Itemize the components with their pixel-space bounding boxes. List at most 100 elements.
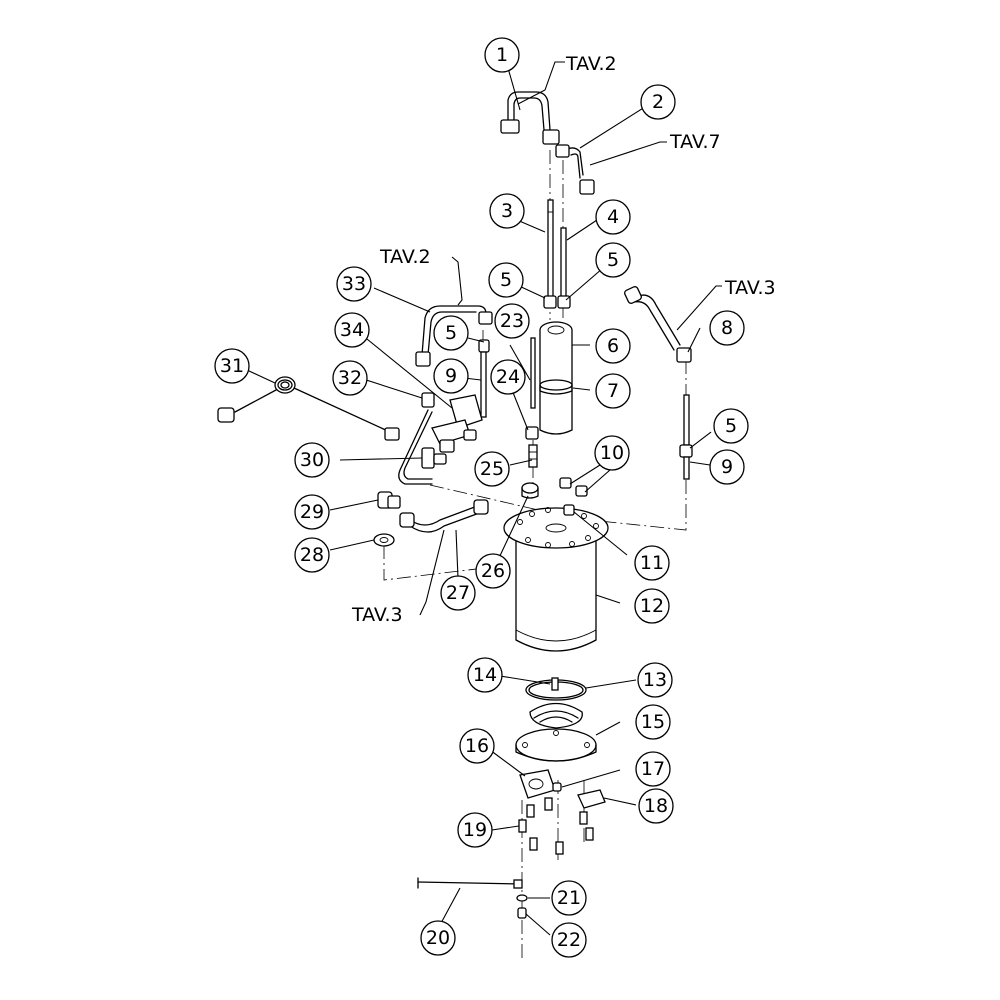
part-12-boiler — [515, 535, 597, 652]
part-29-elbow — [377, 491, 401, 509]
svg-text:26: 26 — [481, 560, 505, 582]
part-6-sleeve — [539, 321, 573, 435]
callouts: 1 2 3 4 5 5 6 7 8 5 9 10 11 12 13 14 15 … — [214, 37, 749, 958]
callout-16: 16 — [459, 728, 495, 764]
reference-label: TAV.3 — [724, 277, 776, 299]
svg-text:17: 17 — [641, 758, 665, 780]
svg-text:20: 20 — [426, 927, 450, 949]
callout-13: 13 — [637, 662, 673, 698]
callout-7: 7 — [595, 373, 631, 409]
callout-11: 11 — [634, 545, 670, 581]
callout-22: 22 — [551, 922, 587, 958]
svg-text:5: 5 — [607, 249, 619, 271]
part-24-nut — [525, 426, 539, 440]
callout-6: 6 — [595, 328, 631, 364]
part-9-probe-right — [679, 394, 693, 480]
callout-5: 5 — [488, 262, 524, 298]
svg-text:23: 23 — [500, 310, 524, 332]
svg-text:31: 31 — [220, 355, 244, 377]
part-2-pipe — [555, 144, 595, 195]
part-23-rod — [530, 337, 536, 409]
svg-text:11: 11 — [640, 552, 664, 574]
svg-text:21: 21 — [557, 887, 581, 909]
callout-28: 28 — [294, 537, 330, 573]
reference-labels: TAV.2 TAV.7 TAV.2 TAV.3 TAV.3 — [351, 53, 776, 626]
callout-1: 1 — [484, 37, 520, 73]
part-27-pipe — [399, 499, 489, 533]
part-4-probe — [560, 227, 567, 299]
part-15-heating-element — [515, 702, 597, 762]
svg-text:18: 18 — [644, 795, 668, 817]
part-22-nut — [517, 907, 527, 919]
part-30-tee — [398, 409, 447, 485]
callout-31: 31 — [214, 348, 250, 384]
part-16-bracket — [519, 769, 556, 799]
callout-10: 10 — [594, 435, 630, 471]
svg-text:8: 8 — [721, 317, 733, 339]
svg-text:4: 4 — [607, 206, 619, 228]
callout-25: 25 — [474, 451, 510, 487]
part-26-bushing — [521, 482, 539, 499]
part-9-probe-left — [478, 339, 490, 418]
svg-text:24: 24 — [496, 366, 520, 388]
callout-34: 34 — [334, 312, 370, 348]
callout-15: 15 — [635, 704, 671, 740]
part-28-nut — [373, 533, 395, 547]
svg-text:19: 19 — [463, 819, 487, 841]
svg-text:27: 27 — [446, 582, 470, 604]
svg-text:5: 5 — [500, 269, 512, 291]
callout-14: 14 — [467, 657, 503, 693]
svg-text:16: 16 — [465, 735, 489, 757]
part-17-screw — [552, 782, 562, 792]
part-8-pipe — [624, 286, 692, 363]
callout-32: 32 — [332, 360, 368, 396]
part-19-screws — [518, 797, 594, 855]
svg-text:34: 34 — [340, 319, 364, 341]
part-32-fitting — [421, 392, 435, 408]
svg-text:30: 30 — [300, 449, 324, 471]
svg-text:9: 9 — [445, 365, 457, 387]
svg-text:15: 15 — [641, 711, 665, 733]
callout-19: 19 — [457, 812, 493, 848]
svg-text:1: 1 — [496, 44, 508, 66]
callout-26: 26 — [475, 553, 511, 589]
svg-text:3: 3 — [501, 200, 513, 222]
svg-text:28: 28 — [300, 544, 324, 566]
svg-text:32: 32 — [338, 367, 362, 389]
svg-text:10: 10 — [600, 442, 624, 464]
callout-9: 9 — [709, 449, 745, 485]
callout-20: 20 — [420, 920, 456, 956]
reference-label: TAV.7 — [669, 131, 721, 153]
callout-18: 18 — [638, 788, 674, 824]
svg-text:25: 25 — [480, 458, 504, 480]
reference-label: TAV.3 — [351, 604, 403, 626]
svg-text:7: 7 — [607, 380, 619, 402]
svg-text:12: 12 — [640, 595, 664, 617]
leader-lines — [246, 61, 722, 936]
part-34-valve — [431, 394, 483, 453]
callout-30: 30 — [294, 442, 330, 478]
part-25-fitting — [528, 444, 538, 468]
callout-17: 17 — [635, 751, 671, 787]
svg-text:22: 22 — [557, 929, 581, 951]
callout-23: 23 — [494, 303, 530, 339]
part-7-ring — [539, 379, 573, 395]
part-21-washer — [516, 894, 528, 902]
callout-8: 8 — [709, 310, 745, 346]
part-3-probe — [547, 199, 554, 301]
callout-5: 5 — [595, 242, 631, 278]
callout-12: 12 — [634, 588, 670, 624]
svg-text:5: 5 — [725, 415, 737, 437]
reference-label: TAV.2 — [379, 246, 431, 268]
callout-21: 21 — [551, 880, 587, 916]
callout-27: 27 — [440, 575, 476, 611]
svg-text:5: 5 — [445, 322, 457, 344]
callout-5: 5 — [713, 408, 749, 444]
svg-text:2: 2 — [652, 91, 664, 113]
part-20-probe — [417, 877, 523, 889]
part-10-nuts — [559, 477, 588, 497]
part-31-coil — [217, 376, 400, 441]
svg-text:33: 33 — [342, 273, 366, 295]
